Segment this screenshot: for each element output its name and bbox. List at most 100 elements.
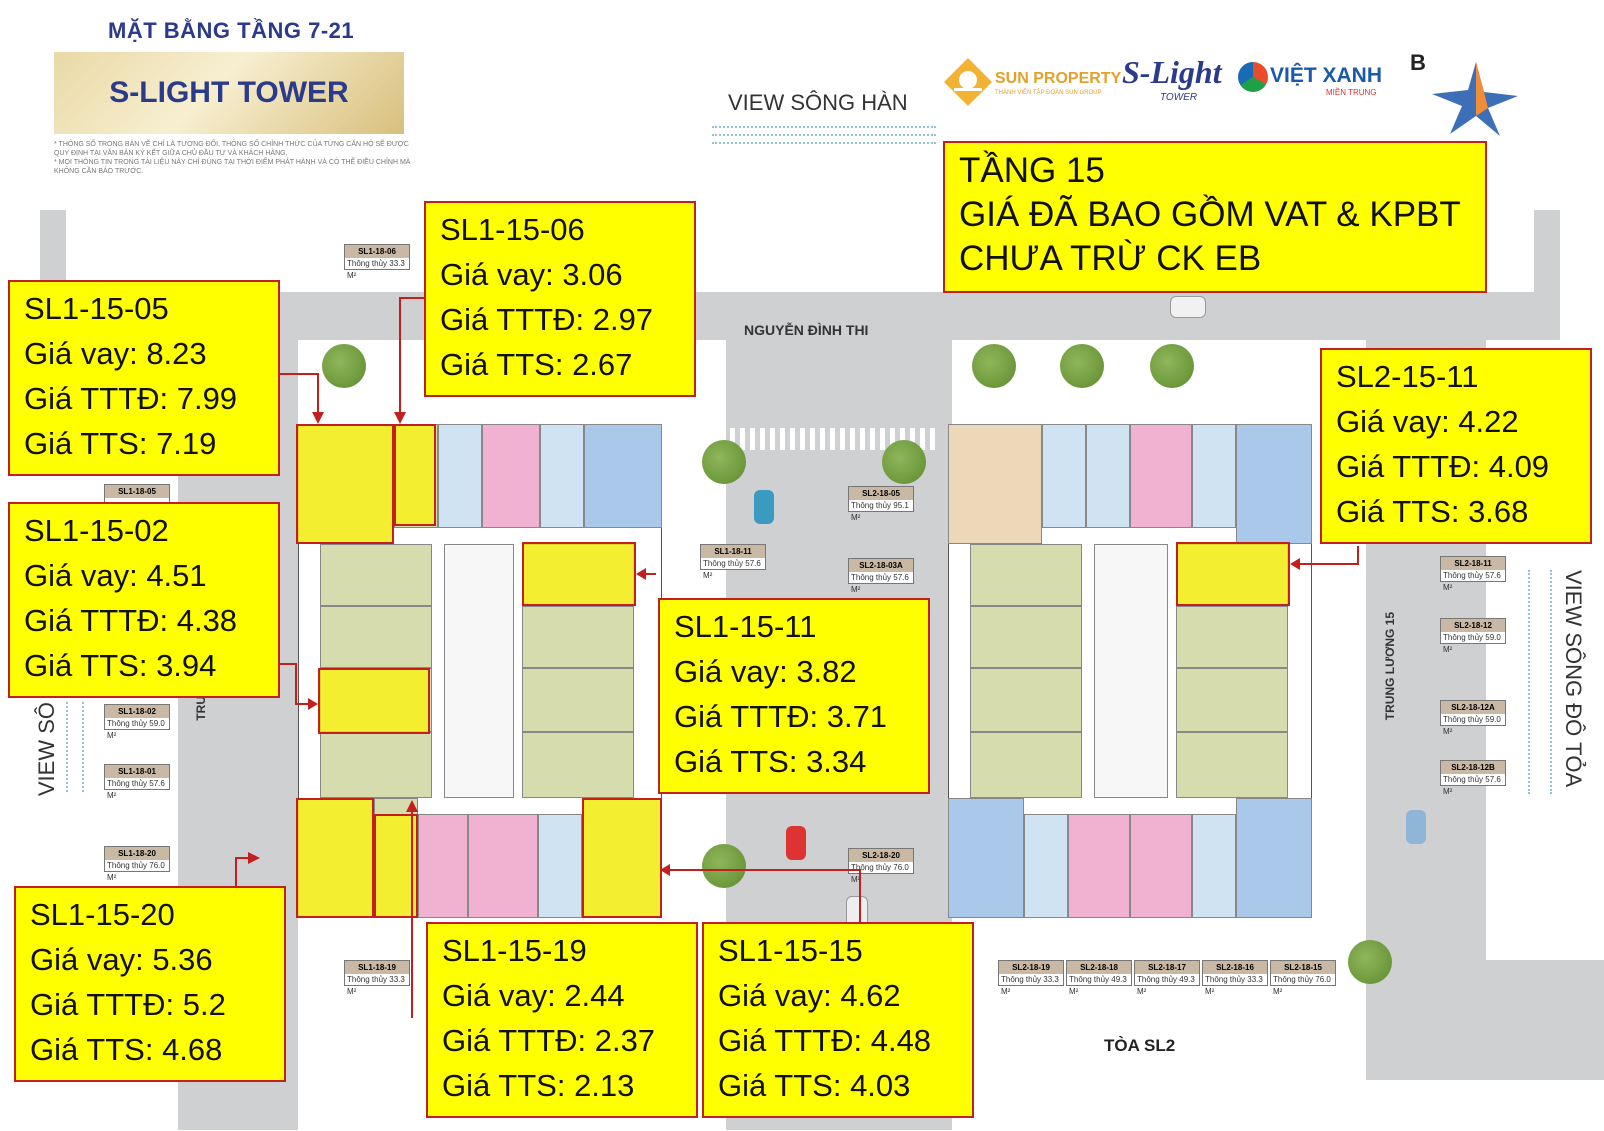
unit-sl1-13[interactable] <box>522 668 634 732</box>
price-label-code: SL1-15-05 <box>24 291 169 326</box>
vietxanh-name: VIỆT XANH <box>1270 64 1383 87</box>
tree-icon <box>1060 344 1104 388</box>
price-label-loan: Giá vay: 4.22 <box>1336 404 1519 439</box>
unit-sl2-10[interactable] <box>1236 424 1312 544</box>
unit-sl2-12a[interactable] <box>1176 668 1288 732</box>
price-label-loan: Giá vay: 8.23 <box>24 336 207 371</box>
price-label-standard: Giá TTTĐ: 5.2 <box>30 987 226 1022</box>
price-label-code: SL2-15-11 <box>1336 359 1479 394</box>
price-label-standard: Giá TTTĐ: 3.71 <box>674 699 888 734</box>
unit-sl2-03[interactable] <box>970 606 1082 668</box>
unit-sl1-17[interactable] <box>468 814 538 918</box>
price-label-standard: Giá TTTĐ: 4.38 <box>24 603 238 638</box>
core-sl2 <box>1094 544 1168 798</box>
price-label-sl1-15-11[interactable]: SL1-15-11 Giá vay: 3.82 Giá TTTĐ: 3.71 G… <box>658 598 930 794</box>
price-label-standard: Giá TTTĐ: 4.48 <box>718 1023 932 1058</box>
water-wave-left <box>66 702 84 792</box>
price-label-loan: Giá vay: 4.51 <box>24 558 207 593</box>
unit-sl2-05[interactable] <box>948 424 1042 544</box>
price-label-sl2-15-11[interactable]: SL2-15-11 Giá vay: 4.22 Giá TTTĐ: 4.09 G… <box>1320 348 1592 544</box>
tower-name: S-LIGHT TOWER <box>109 76 349 109</box>
highlight-sl1-15-06[interactable] <box>394 424 436 526</box>
price-label-standard: Giá TTTĐ: 2.97 <box>440 302 654 337</box>
unit-sl1-09[interactable] <box>540 424 584 528</box>
price-label-sl1-15-02[interactable]: SL1-15-02 Giá vay: 4.51 Giá TTTĐ: 4.38 G… <box>8 502 280 698</box>
unit-sl1-16[interactable] <box>538 814 582 918</box>
slight-logo: S-Light <box>1122 54 1222 90</box>
notice-line-2: GIÁ ĐÃ BAO GỒM VAT & KPBT <box>959 195 1461 234</box>
price-label-standard: Giá TTTĐ: 2.37 <box>442 1023 656 1058</box>
car-icon <box>1170 296 1206 318</box>
highlight-sl1-15-20[interactable] <box>296 798 374 918</box>
unit-sl2-01[interactable] <box>970 732 1082 798</box>
unit-sl1-18[interactable] <box>418 814 468 918</box>
star-logo-icon <box>1428 58 1524 138</box>
price-label-sl1-15-06[interactable]: SL1-15-06 Giá vay: 3.06 Giá TTTĐ: 2.97 G… <box>424 201 696 397</box>
highlight-sl1-15-11[interactable] <box>522 542 636 606</box>
highlight-sl1-15-19[interactable] <box>374 814 418 918</box>
water-wave-right <box>1528 570 1552 794</box>
tree-icon <box>882 440 926 484</box>
disclaimer: * THÔNG SỐ TRONG BẢN VẼ CHỈ LÀ TƯƠNG ĐỐI… <box>54 140 414 176</box>
unit-sl2-17[interactable] <box>1130 814 1192 918</box>
water-wave <box>712 142 936 148</box>
unit-sl1-03[interactable] <box>320 606 432 668</box>
price-label-code: SL1-15-06 <box>440 212 585 247</box>
disclaimer-line-1: * THÔNG SỐ TRONG BẢN VẼ CHỈ LÀ TƯƠNG ĐỐI… <box>54 141 409 157</box>
unit-sl1-08[interactable] <box>482 424 540 528</box>
vietxanh-logo-icon <box>1238 62 1268 92</box>
unit-sl2-02[interactable] <box>970 668 1082 732</box>
road-right-bottom <box>1366 960 1604 1080</box>
unit-sl2-19[interactable] <box>1024 814 1068 918</box>
unit-sl2-20[interactable] <box>948 798 1024 918</box>
car-icon <box>786 826 806 860</box>
slight-logo-sub: TOWER <box>1160 92 1198 103</box>
highlight-sl2-15-11[interactable] <box>1176 542 1290 606</box>
unit-sl2-03a[interactable] <box>970 544 1082 606</box>
unit-sl2-15[interactable] <box>1236 798 1312 918</box>
price-label-early: Giá TTS: 2.13 <box>442 1068 635 1103</box>
highlight-sl1-15-15[interactable] <box>582 798 662 918</box>
tower-name-banner: S-LIGHT TOWER <box>54 52 404 134</box>
highlight-sl1-15-02[interactable] <box>318 668 430 734</box>
unit-sl2-12b[interactable] <box>1176 732 1288 798</box>
unit-sl1-10[interactable] <box>584 424 662 528</box>
unit-sl1-07[interactable] <box>438 424 482 528</box>
unit-sl2-16[interactable] <box>1192 814 1236 918</box>
unit-sl2-08[interactable] <box>1130 424 1192 528</box>
view-top-label: VIEW SÔNG HÀN <box>728 90 908 115</box>
unit-sl1-14[interactable] <box>522 732 634 798</box>
unit-sl1-04[interactable] <box>320 544 432 606</box>
sun-property-logo <box>942 56 994 108</box>
price-label-loan: Giá vay: 4.62 <box>718 978 901 1013</box>
price-label-sl1-15-19[interactable]: SL1-15-19 Giá vay: 2.44 Giá TTTĐ: 2.37 G… <box>426 922 698 1118</box>
unit-sl2-06[interactable] <box>1042 424 1086 528</box>
floor-price-notice: TẦNG 15 GIÁ ĐÃ BAO GỒM VAT & KPBT CHƯA T… <box>943 141 1487 293</box>
unit-sl1-12[interactable] <box>522 606 634 668</box>
unit-sl2-07[interactable] <box>1086 424 1130 528</box>
disclaimer-line-2: * MỌI THÔNG TIN TRONG TÀI LIỆU NÀY CHỈ Đ… <box>54 159 411 175</box>
price-label-code: SL1-15-15 <box>718 933 863 968</box>
crosswalk <box>730 428 940 450</box>
unit-sl2-18[interactable] <box>1068 814 1130 918</box>
highlight-sl1-15-05[interactable] <box>296 424 394 544</box>
price-label-sl1-15-20[interactable]: SL1-15-20 Giá vay: 5.36 Giá TTTĐ: 5.2 Gi… <box>14 886 286 1082</box>
price-label-sl1-15-15[interactable]: SL1-15-15 Giá vay: 4.62 Giá TTTĐ: 4.48 G… <box>702 922 974 1118</box>
price-label-standard: Giá TTTĐ: 4.09 <box>1336 449 1550 484</box>
unit-sl2-12[interactable] <box>1176 606 1288 668</box>
road-right-arrow <box>1534 210 1560 292</box>
tree-icon <box>972 344 1016 388</box>
price-label-early: Giá TTS: 4.03 <box>718 1068 911 1103</box>
core-sl1 <box>444 544 514 798</box>
notice-line-1: TẦNG 15 <box>959 151 1105 190</box>
price-label-sl1-15-05[interactable]: SL1-15-05 Giá vay: 8.23 Giá TTTĐ: 7.99 G… <box>8 280 280 476</box>
unit-sl2-09[interactable] <box>1192 424 1236 528</box>
